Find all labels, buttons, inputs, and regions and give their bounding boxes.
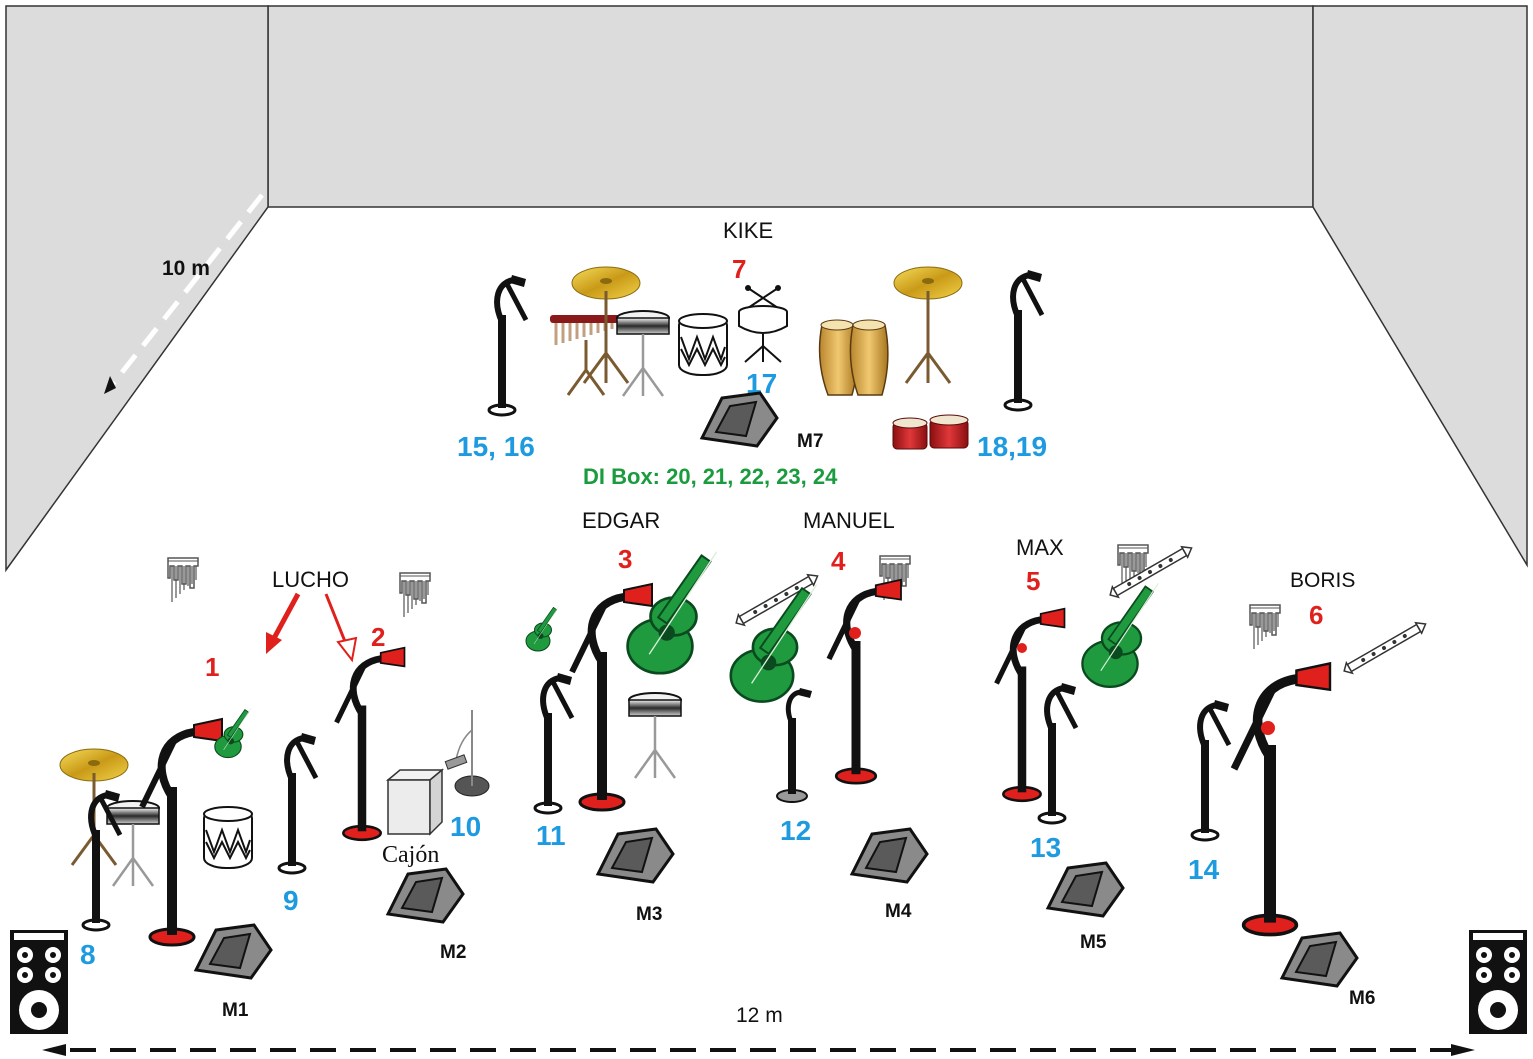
monitor-m2: M2	[440, 942, 466, 963]
snare-drum-icon	[105, 799, 161, 888]
monitor-m1: M1	[222, 1000, 249, 1021]
guitar-icon	[626, 550, 719, 675]
bass-drum-icon	[203, 806, 253, 869]
musician-max: MAX	[1016, 535, 1064, 560]
quena-icon	[1340, 618, 1430, 677]
snare-drum-icon	[615, 309, 671, 398]
vocal-mic-6	[1234, 663, 1330, 934]
monitor-m6-icon	[1280, 931, 1359, 988]
congas-icon	[818, 319, 889, 396]
musician-edgar: EDGAR	[582, 508, 660, 533]
right-wall	[1312, 5, 1528, 568]
vocal-mic-4	[829, 580, 901, 783]
arrow-to-mic-2	[324, 593, 358, 663]
monitor-m1-icon	[194, 923, 273, 980]
mic-stand-11	[535, 673, 572, 813]
channel-6: 6	[1309, 600, 1323, 630]
timbales-icon	[738, 285, 788, 363]
pan-flute-icon	[1249, 604, 1281, 650]
mic-clip	[1017, 643, 1027, 653]
monitor-m5: M5	[1080, 932, 1107, 953]
channel-4: 4	[831, 546, 846, 576]
monitor-m4: M4	[885, 901, 912, 922]
bongos-icon	[892, 414, 969, 450]
speaker-right-icon	[1469, 930, 1527, 1034]
musician-manuel: MANUEL	[803, 508, 895, 533]
channel-9: 9	[283, 885, 299, 916]
di-box-label: DI Box: 20, 21, 22, 23, 24	[583, 464, 838, 489]
mic-stand-9	[279, 733, 316, 873]
speaker-left-icon	[10, 930, 68, 1034]
monitor-m3: M3	[636, 904, 662, 925]
width-label: 12 m	[736, 1004, 783, 1027]
bass-drum-icon	[678, 313, 728, 376]
room-walls	[5, 5, 1528, 573]
channel-5: 5	[1026, 566, 1040, 596]
chimes-icon	[550, 315, 622, 396]
monitor-m5-icon	[1046, 861, 1125, 918]
channel-7: 7	[732, 254, 746, 284]
monitor-m3-icon	[596, 827, 675, 884]
channel-10: 10	[450, 811, 481, 842]
channel-15-16: 15, 16	[457, 431, 535, 462]
channel-2: 2	[371, 622, 385, 652]
channel-18-19: 18,19	[977, 431, 1047, 462]
channel-12: 12	[780, 815, 811, 846]
mic-stand-15-16	[489, 275, 526, 415]
channel-3: 3	[618, 544, 632, 574]
depth-arrow	[104, 193, 264, 394]
mic-stand-13	[1039, 683, 1076, 823]
monitor-m7-icon	[700, 391, 779, 448]
cajon-icon	[385, 768, 445, 836]
mic-stand-18-19	[1005, 270, 1042, 410]
guitar-icon	[1081, 582, 1160, 688]
left-wall	[5, 5, 269, 573]
back-wall	[267, 5, 1314, 208]
snare-drum-icon	[627, 691, 683, 780]
pan-flute-icon	[167, 557, 199, 603]
arrow-to-mic-1	[266, 592, 301, 654]
charango-icon	[525, 605, 560, 652]
channel-1: 1	[205, 652, 219, 682]
monitor-m6: M6	[1349, 988, 1375, 1009]
cajon-label: Cajón	[382, 842, 439, 868]
musician-kike: KIKE	[723, 218, 773, 243]
channel-11: 11	[536, 820, 566, 851]
width-arrow	[42, 1044, 1475, 1056]
pan-flute-icon	[399, 572, 431, 618]
channel-13: 13	[1030, 832, 1061, 863]
monitor-m4-icon	[850, 827, 929, 884]
monitor-m2-icon	[386, 867, 465, 924]
mic-stand-12	[776, 688, 812, 803]
mic-clip	[849, 627, 861, 639]
musician-boris: BORIS	[1290, 569, 1355, 592]
channel-14: 14	[1188, 854, 1220, 885]
mic-stand-14	[1192, 700, 1229, 840]
channel-8: 8	[80, 939, 96, 970]
mic-stand-10	[444, 710, 490, 797]
musician-lucho: LUCHO	[272, 567, 349, 592]
mic-clip	[1261, 721, 1275, 735]
monitor-m7: M7	[797, 431, 823, 452]
depth-label: 10 m	[162, 257, 210, 280]
cymbal-icon	[892, 265, 964, 385]
